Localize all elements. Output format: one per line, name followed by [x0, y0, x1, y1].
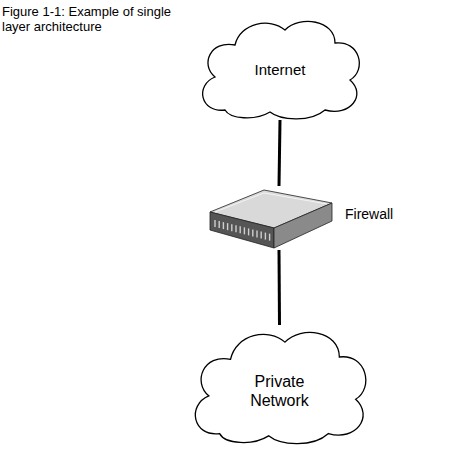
- cloud-label: Private Network: [235, 372, 325, 410]
- network-cloud: Internet: [195, 15, 365, 120]
- figure-title: Figure 1-1: Example of single layer arch…: [2, 4, 180, 34]
- device-label: Firewall: [345, 206, 393, 222]
- cloud-label: Internet: [255, 61, 306, 79]
- firewall-node: Firewall: [207, 186, 351, 250]
- firewall-device: [207, 186, 351, 250]
- network-cloud: Private Network: [187, 325, 372, 445]
- network-link: [278, 250, 282, 325]
- network-link: [279, 120, 280, 186]
